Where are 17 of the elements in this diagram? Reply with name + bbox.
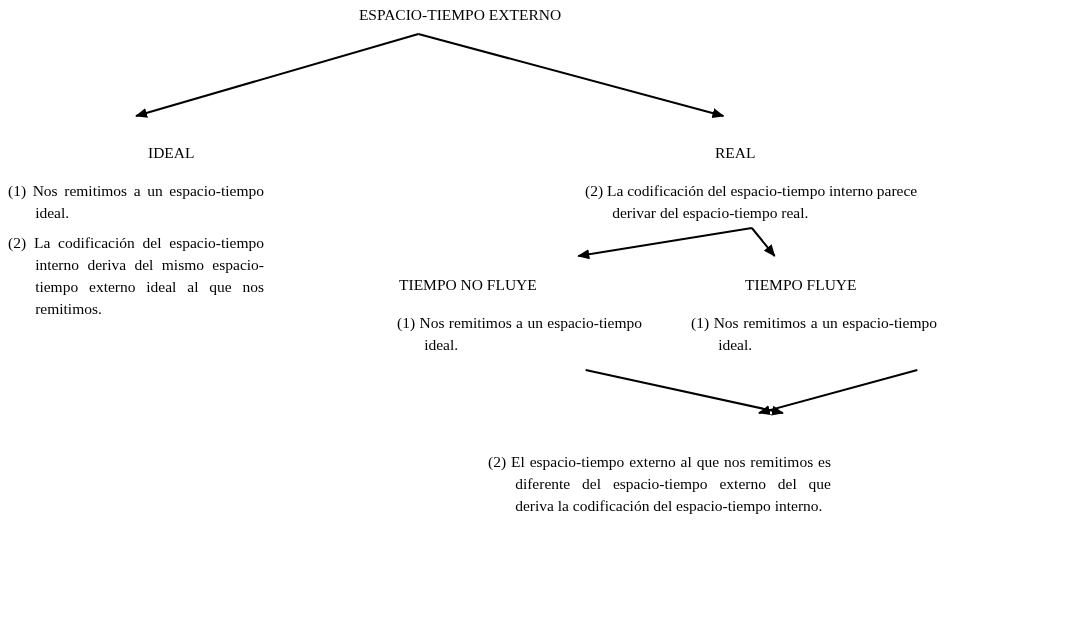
- arrow: [757, 369, 919, 415]
- heading: TIEMPO NO FLUYE: [398, 275, 538, 295]
- arrow: [577, 227, 753, 260]
- numbered-item: (2) El espacio-tiempo externo al que nos remitimos es diferente del espacio-tiempo externo del que deriva la codificación del espacio-tiempo interno.: [488, 452, 831, 516]
- heading: ESPACIO-TIEMPO EXTERNO: [357, 5, 563, 25]
- arrow: [584, 369, 784, 416]
- arrow: [135, 33, 420, 118]
- numbered-item: (1) Nos remitimos a un espacio-tiempo ideal.: [8, 181, 264, 223]
- numbered-item: (2) La codificación del espacio-tiempo interno deriva del mismo espacio-tiempo externo ideal al que nos remitimos.: [8, 233, 264, 319]
- numbered-item: (2) La codificación del espacio-tiempo interno parece derivar del espacio-tiempo real.: [585, 181, 919, 223]
- heading: TIEMPO FLUYE: [744, 275, 858, 295]
- numbered-item: (1) Nos remitimos a un espacio-tiempo ideal.: [691, 313, 937, 355]
- numbered-item: (1) Nos remitimos a un espacio-tiempo ideal.: [397, 313, 642, 355]
- heading: IDEAL: [147, 143, 196, 163]
- arrow: [417, 33, 725, 118]
- heading: REAL: [714, 143, 757, 163]
- arrow: [750, 227, 776, 257]
